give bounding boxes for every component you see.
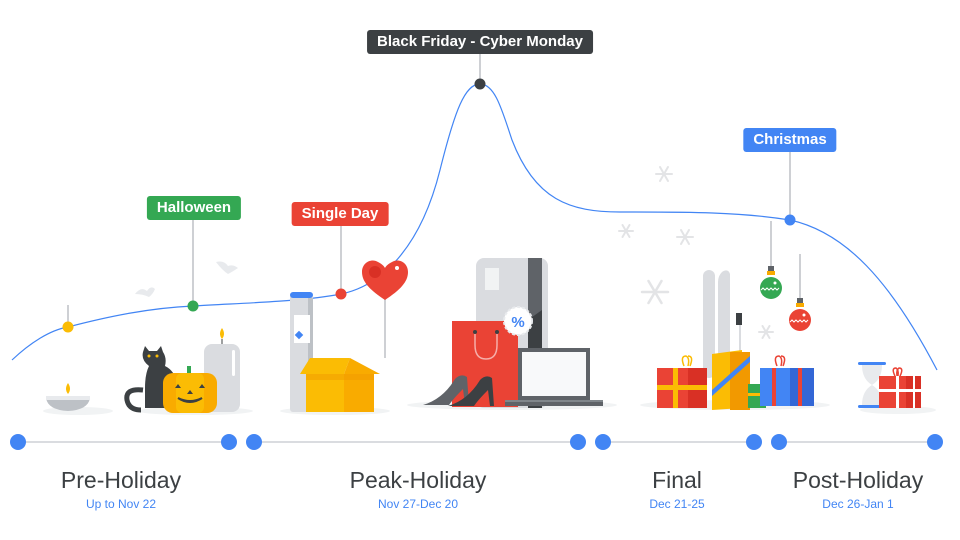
single-day-tag[interactable]: Single Day: [291, 202, 389, 226]
phase-name: Final: [652, 467, 702, 493]
phase-range: Up to Nov 22: [85, 497, 157, 511]
pre-holiday-start-dot[interactable]: [10, 434, 26, 450]
event-connectors: [67, 54, 801, 358]
phase-range: Dec 21-25: [649, 497, 705, 511]
discount-badge-symbol: %: [511, 314, 524, 331]
shopping-bag-icon: [452, 321, 518, 407]
peak-holiday-start-dot[interactable]: [246, 434, 262, 450]
pre-holiday-end-dot[interactable]: [221, 434, 237, 450]
gift-boxes-icon: [657, 350, 814, 410]
pre-holiday-marker[interactable]: [62, 321, 74, 333]
halloween-marker[interactable]: [187, 300, 199, 312]
christmas-marker[interactable]: [784, 214, 796, 226]
heart-balloon-icon[interactable]: [362, 260, 408, 300]
discount-badge-icon: %: [503, 306, 533, 336]
phase-pre-holiday: Pre-Holiday Up to Nov 22: [61, 466, 181, 512]
christmas-tag[interactable]: Christmas: [743, 128, 837, 152]
post-holiday-end-dot[interactable]: [927, 434, 943, 450]
post-gift-box-icon: [879, 367, 921, 408]
phase-range: Dec 26-Jan 1: [822, 497, 894, 511]
phase-name: Pre-Holiday: [60, 467, 182, 493]
jack-o-lantern-icon: [163, 366, 217, 413]
green-ornament-icon: [760, 266, 782, 299]
black-friday-cyber-monday-tag[interactable]: Black Friday - Cyber Monday: [367, 30, 593, 54]
final-end-dot[interactable]: [746, 434, 762, 450]
skis-icon: [703, 270, 742, 378]
peak-holiday-end-dot[interactable]: [570, 434, 586, 450]
laptop-icon: [505, 348, 603, 406]
seasonal-trend-curve: [11, 83, 938, 371]
phase-post-holiday: Post-Holiday Dec 26-Jan 1: [793, 466, 923, 512]
red-ornament-icon: [789, 298, 811, 331]
single-day-marker[interactable]: [335, 288, 347, 300]
halloween-tag[interactable]: Halloween: [146, 196, 242, 220]
snowflake-icon: [618, 166, 774, 339]
black-friday-marker[interactable]: [474, 78, 486, 90]
phase-name: Peak-Holiday: [349, 467, 487, 493]
phase-name: Post-Holiday: [792, 467, 924, 493]
cardboard-box-icon: [300, 358, 380, 412]
final-start-dot[interactable]: [595, 434, 611, 450]
post-holiday-start-dot[interactable]: [771, 434, 787, 450]
phase-final: Final Dec 21-25: [649, 466, 704, 512]
candle-bowl-icon: [46, 383, 90, 411]
phase-peak-holiday: Peak-Holiday Nov 27-Dec 20: [350, 466, 487, 512]
high-heels-icon: [423, 375, 494, 406]
timeline: [10, 434, 943, 450]
bat-icon: [135, 261, 238, 297]
phase-range: Nov 27-Dec 20: [377, 497, 459, 511]
